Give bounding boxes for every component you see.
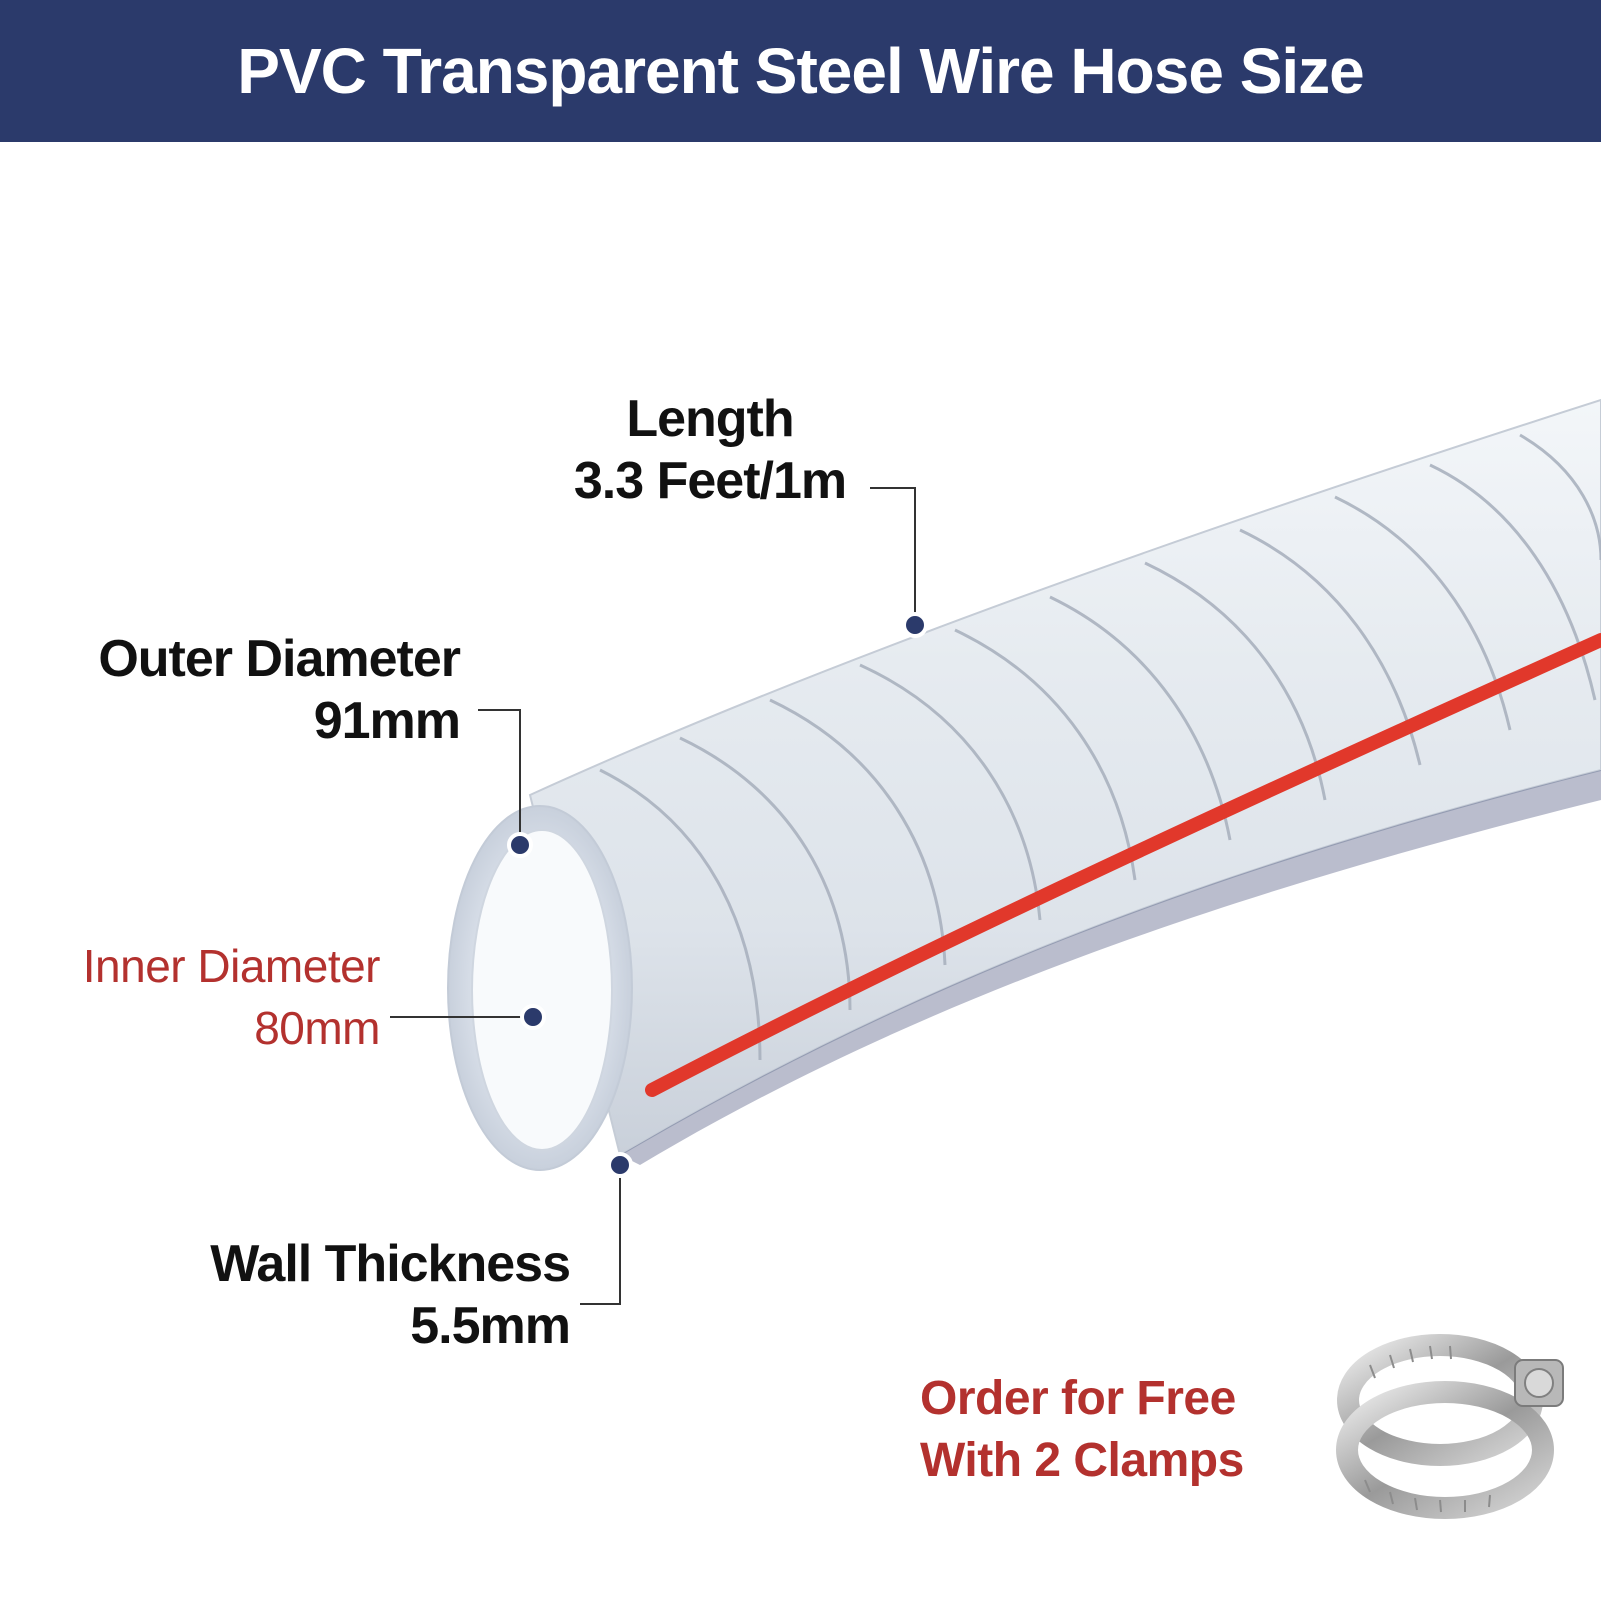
promo-line-2: With 2 Clamps xyxy=(920,1434,1244,1487)
outer-diameter-label: Outer Diameter 91mm xyxy=(40,628,461,752)
outer-diameter-title: Outer Diameter xyxy=(98,630,461,688)
inner-diameter-label: Inner Diameter 80mm xyxy=(30,935,381,1059)
wall-thickness-title: Wall Thickness xyxy=(210,1235,571,1293)
inner-diameter-value: 80mm xyxy=(254,1002,380,1054)
length-value: 3.3 Feet/1m xyxy=(573,452,847,510)
page-title: PVC Transparent Steel Wire Hose Size xyxy=(237,35,1364,107)
inner-diameter-marker-dot xyxy=(520,1004,546,1030)
wall-thickness-marker-dot xyxy=(607,1152,633,1178)
promo-text: Order for Free With 2 Clamps xyxy=(920,1368,1320,1492)
dimension-markers xyxy=(507,612,928,1178)
hose-body xyxy=(528,398,1601,1157)
red-stripe xyxy=(645,633,1601,1097)
wall-thickness-label: Wall Thickness 5.5mm xyxy=(120,1233,571,1357)
length-marker-dot xyxy=(902,612,928,638)
length-title: Length xyxy=(626,390,794,448)
hose-end-inner xyxy=(471,829,613,1151)
header-banner: PVC Transparent Steel Wire Hose Size xyxy=(0,0,1601,142)
inner-diameter-title: Inner Diameter xyxy=(82,940,381,992)
length-label: Length 3.3 Feet/1m xyxy=(555,388,865,512)
leader-lines xyxy=(390,487,916,1305)
outer-diameter-value: 91mm xyxy=(313,692,461,750)
wall-thickness-value: 5.5mm xyxy=(410,1297,571,1355)
hose-clamp-icon xyxy=(1336,1334,1564,1519)
outer-diameter-marker-dot xyxy=(507,832,533,858)
promo-line-1: Order for Free xyxy=(920,1372,1236,1425)
